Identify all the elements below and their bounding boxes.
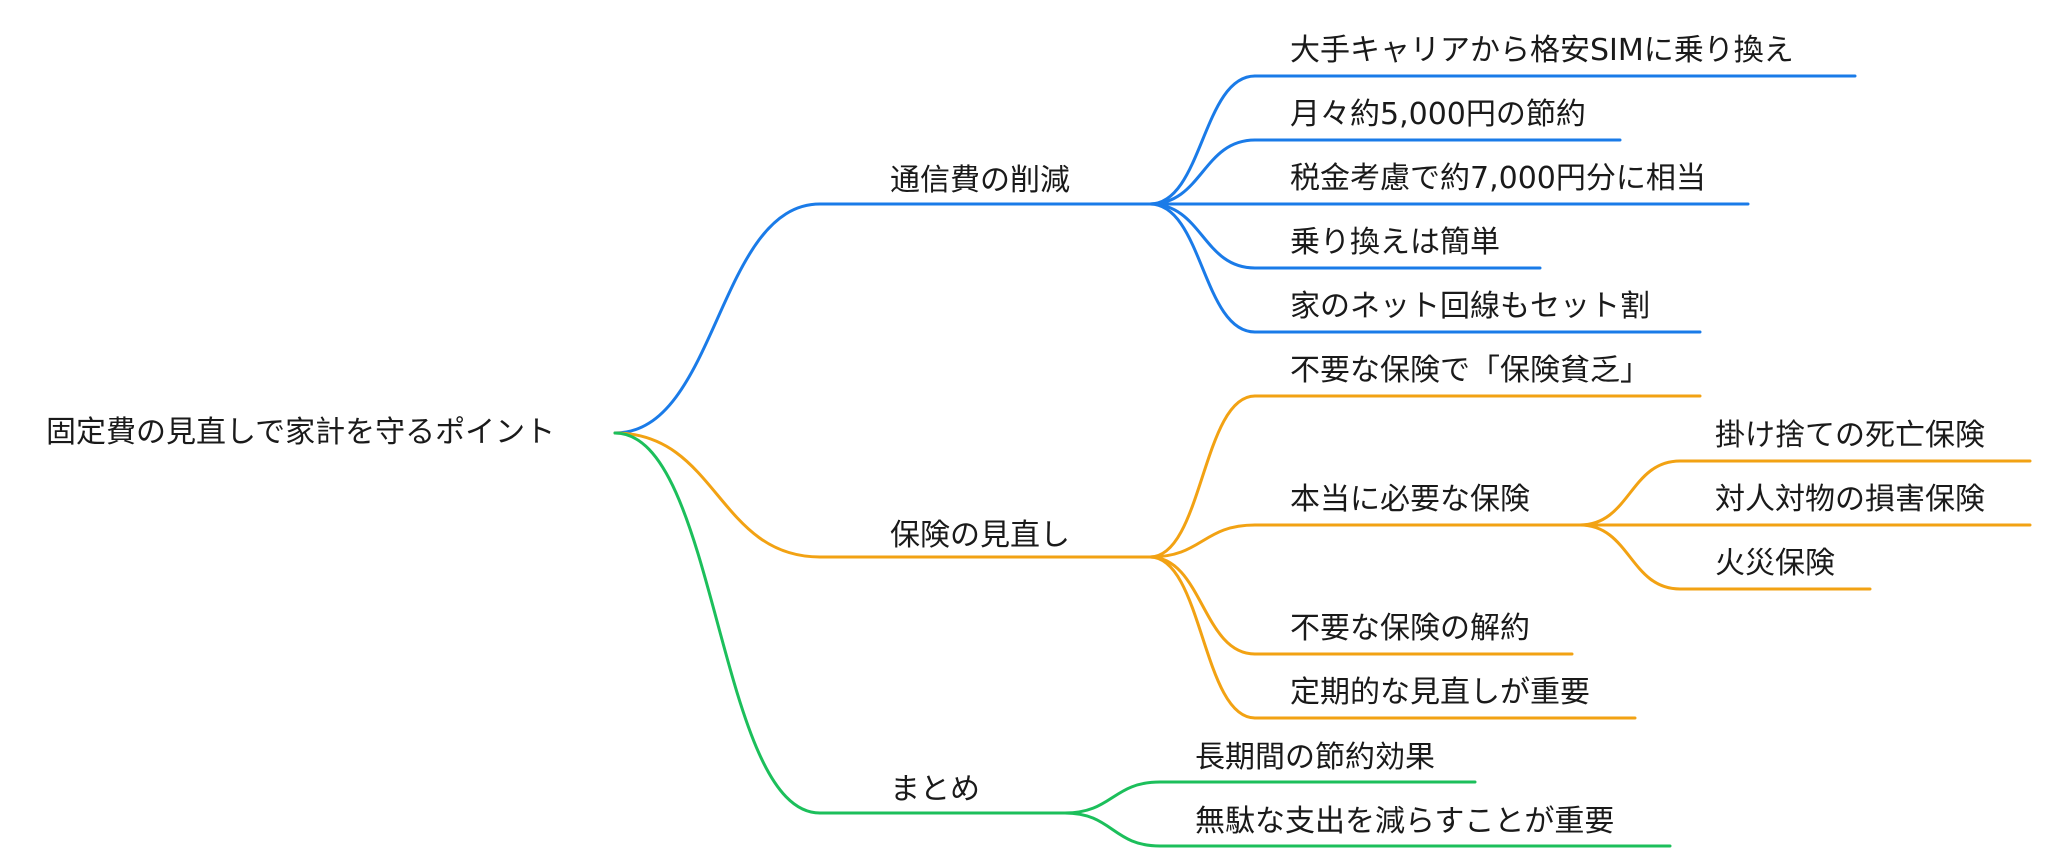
- branch-connector: [613, 431, 822, 815]
- leaf-label: 定期的な見直しが重要: [1290, 675, 1590, 710]
- leaf-connector: [1063, 811, 1162, 848]
- leaf-connector: [1148, 202, 1257, 270]
- leaf-connector: [1148, 555, 1257, 720]
- links-layer: [613, 74, 1682, 848]
- leaf-connector: [1148, 202, 1257, 334]
- leaf-label: 不要な保険で「保険貧乏」: [1290, 353, 1650, 388]
- leaf-label: 不要な保険の解約: [1290, 611, 1530, 646]
- leaf-connector: [1578, 459, 1682, 527]
- branch-connector: [613, 431, 822, 559]
- leaf-label: 月々約5,000円の節約: [1290, 97, 1586, 132]
- leaf-label: 掛け捨ての死亡保険: [1715, 418, 1985, 453]
- leaf-label: 火災保険: [1715, 546, 1835, 581]
- leaf-label: 税金考慮で約7,000円分に相当: [1290, 161, 1706, 196]
- labels-layer: 固定費の見直しで家計を守るポイント 通信費の削減 保険の見直し まとめ 大手キャ…: [46, 33, 1985, 839]
- branch-insurance-label: 保険の見直し: [890, 518, 1070, 553]
- leaf-connector: [1148, 523, 1257, 559]
- leaf-label: 家のネット回線もセット割: [1290, 289, 1650, 324]
- leaf-label: 乗り換えは簡単: [1290, 225, 1500, 260]
- leaf-connector: [1063, 780, 1162, 815]
- leaf-label: 対人対物の損害保険: [1715, 482, 1985, 517]
- leaf-connector: [1148, 394, 1257, 559]
- leaf-connector: [1148, 138, 1257, 206]
- branch-summary-label: まとめ: [890, 772, 980, 807]
- leaf-label: 大手キャリアから格安SIMに乗り換え: [1290, 33, 1794, 68]
- leaf-connector: [1148, 555, 1257, 656]
- sub-branch-label: 本当に必要な保険: [1290, 482, 1530, 517]
- leaf-connector: [1148, 74, 1257, 206]
- leaf-label: 無駄な支出を減らすことが重要: [1195, 804, 1614, 839]
- branch-connector: [613, 202, 822, 435]
- underlines-layer: [818, 74, 2032, 848]
- leaf-label: 長期間の節約効果: [1195, 740, 1435, 775]
- root-node-label: 固定費の見直しで家計を守るポイント: [46, 415, 555, 450]
- branch-telecom-label: 通信費の削減: [890, 163, 1070, 198]
- leaf-connector: [1578, 523, 1682, 591]
